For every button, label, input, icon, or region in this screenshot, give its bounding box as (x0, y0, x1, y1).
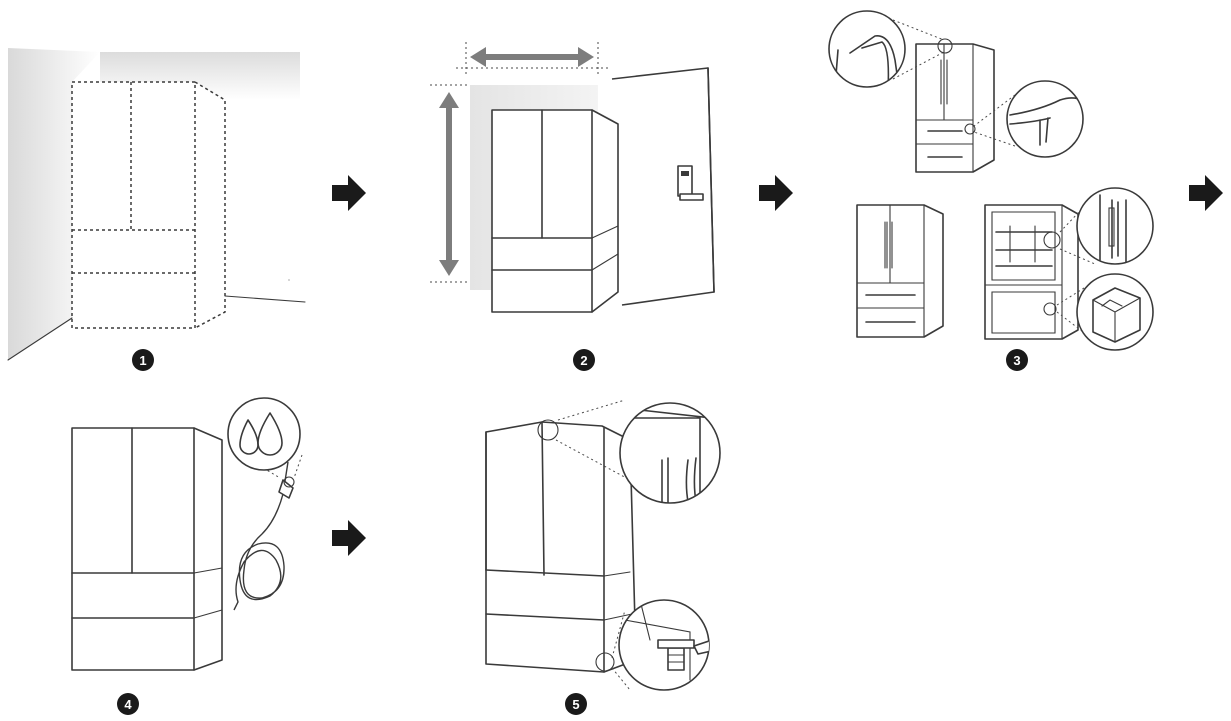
zoom-handle-top (828, 10, 906, 88)
water-drop-callout (227, 397, 301, 471)
step-2-badge: 2 (573, 349, 595, 371)
fridge-3-left (856, 204, 944, 338)
dashed-fridge-side (194, 81, 226, 329)
fridge-5 (485, 421, 637, 673)
step-3-illustration (828, 10, 1154, 351)
step-3-badge: 3 (1006, 349, 1028, 371)
step-5-illustration (485, 399, 721, 691)
water-drop-icon (257, 412, 283, 456)
next-step-arrow-icon (1189, 175, 1223, 211)
step-2-illustration (430, 42, 715, 313)
next-step-arrow-icon (332, 520, 366, 556)
zoom-shelf-bin (1076, 187, 1154, 265)
water-hose (233, 461, 289, 611)
wall-left-shade (8, 48, 100, 360)
fridge-2 (491, 109, 619, 313)
step-1-badge: 1 (132, 349, 154, 371)
fridge-4 (71, 427, 223, 671)
step-4-illustration (71, 279, 303, 671)
step-4-badge: 4 (117, 693, 139, 715)
open-door (611, 67, 715, 306)
fridge-3-right (984, 204, 1079, 340)
fridge-3-top (915, 43, 995, 173)
step-5-badge: 5 (565, 693, 587, 715)
step-1-illustration (7, 48, 306, 361)
next-step-arrow-icon (332, 175, 366, 211)
door-handle-lock (677, 165, 693, 197)
wall-top-shade (100, 52, 300, 100)
water-drop-icon (239, 419, 259, 455)
wrench-icon (693, 639, 709, 655)
dashed-fridge-front (71, 81, 196, 329)
next-step-arrow-icon (759, 175, 793, 211)
